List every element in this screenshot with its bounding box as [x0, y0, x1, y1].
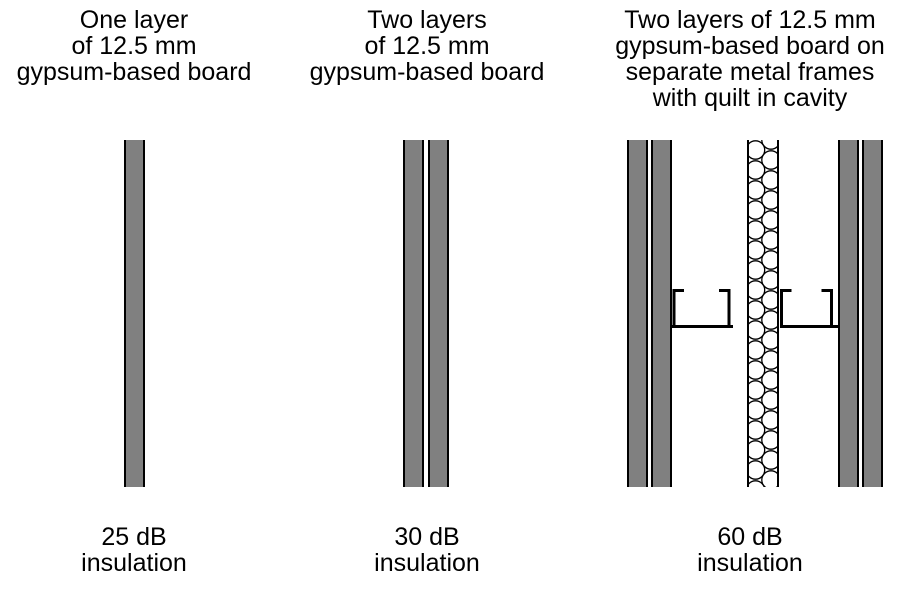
panel3-quilt [747, 140, 779, 492]
panel1-title: One layer of 12.5 mm gypsum-based board [16, 6, 252, 86]
metal-stud-channel-icon [672, 289, 733, 328]
panel3-metal-frame-left [672, 289, 733, 333]
panel1-board [124, 140, 145, 487]
panel3-title: Two layers of 12.5 mm gypsum-based board… [615, 6, 885, 112]
panel3-insulation-label: 60 dB insulation [697, 523, 803, 577]
panel1-insulation-label: 25 dB insulation [81, 523, 187, 577]
panel3-left-wall-board-2 [651, 140, 672, 487]
panel2-title: Two layers of 12.5 mm gypsum-based board [309, 6, 545, 86]
panel2-insulation-label: 30 dB insulation [374, 523, 480, 577]
panel3-metal-frame-right [780, 289, 838, 333]
panel2-board-2 [428, 140, 449, 487]
panel3-right-wall-board-1 [838, 140, 859, 487]
panel3-right-wall-board-2 [862, 140, 883, 487]
panel3-left-wall-board-1 [627, 140, 648, 487]
panel2-board-1 [403, 140, 424, 487]
metal-stud-channel-icon [780, 289, 838, 328]
quilt-hatch-icon [747, 140, 779, 487]
